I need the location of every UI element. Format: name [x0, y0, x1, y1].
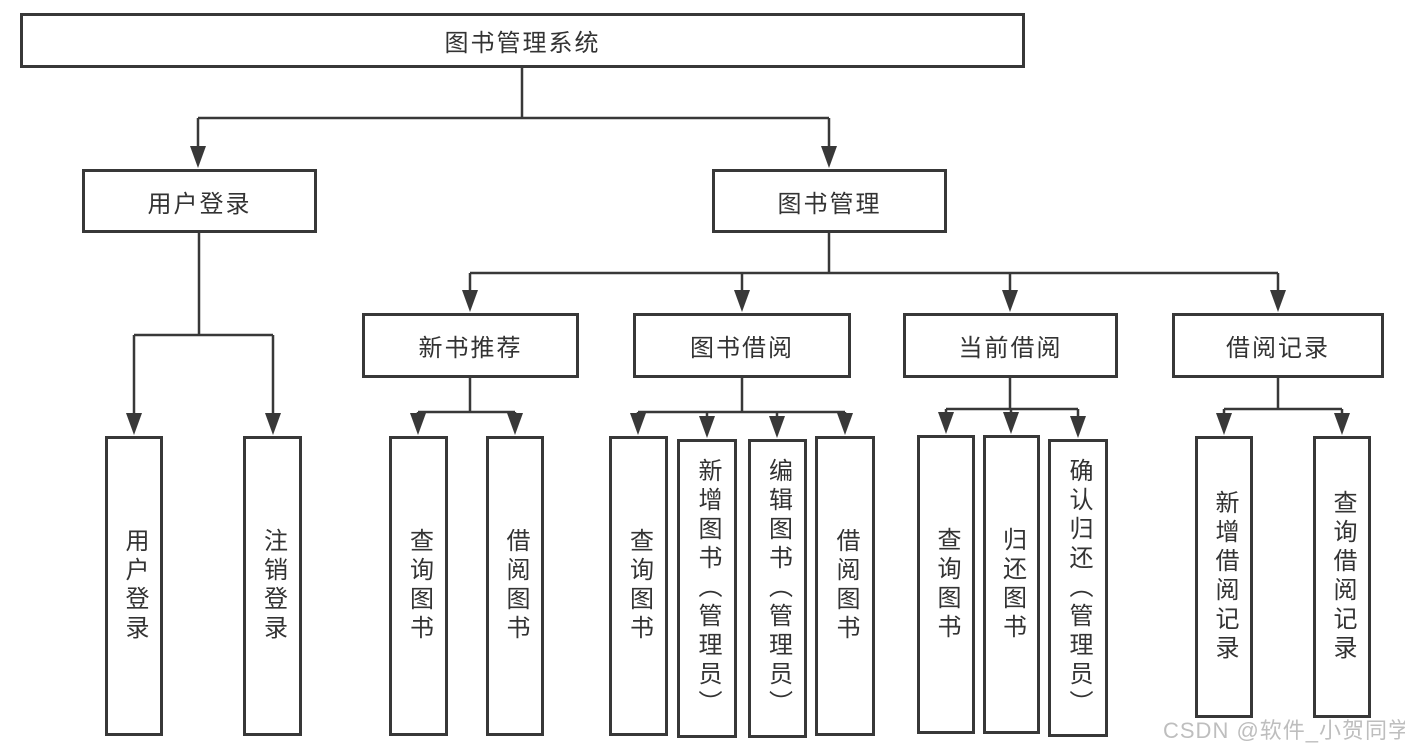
node-label: 当前借阅	[958, 335, 1063, 362]
node-new-book-recommend: 新书推荐	[362, 313, 579, 378]
leaf-edit-book-admin: 编辑图书（管理员）	[748, 439, 807, 738]
leaf-logout-login: 注销登录	[243, 436, 302, 736]
leaf-query-book-borrow: 查询图书	[609, 436, 668, 736]
watermark: CSDN @软件_小贺同学	[1163, 718, 1405, 743]
node-label: 确认归还（管理员）	[1065, 457, 1092, 719]
node-label: 图书借阅	[690, 335, 794, 362]
node-label: 查询借阅记录	[1329, 490, 1356, 664]
node-label: 图书管理系统	[444, 30, 601, 57]
node-label: 查询图书	[933, 526, 960, 643]
node-label: 新书推荐	[418, 335, 523, 362]
node-user-login: 用户登录	[82, 169, 317, 233]
leaf-borrow-book: 借阅图书	[815, 436, 875, 736]
leaf-add-book-admin: 新增图书（管理员）	[677, 439, 737, 738]
node-label: 图书管理	[777, 190, 882, 218]
node-label: 借阅图书	[502, 528, 529, 644]
node-label: 编辑图书（管理员）	[764, 458, 792, 719]
leaf-add-borrow-record: 新增借阅记录	[1195, 436, 1253, 718]
node-current-borrow: 当前借阅	[903, 313, 1118, 378]
leaf-borrow-book-recommend: 借阅图书	[486, 436, 544, 736]
leaf-query-book-current: 查询图书	[917, 435, 975, 734]
leaf-return-book: 归还图书	[983, 435, 1040, 734]
node-label: 注销登录	[259, 528, 287, 644]
node-borrow-records: 借阅记录	[1172, 313, 1384, 378]
node-root: 图书管理系统	[20, 13, 1025, 68]
node-label: 查询图书	[625, 528, 653, 644]
node-label: 用户登录	[147, 190, 252, 218]
node-label: 查询图书	[405, 528, 433, 644]
leaf-query-borrow-record: 查询借阅记录	[1313, 436, 1371, 718]
node-label: 新增借阅记录	[1211, 490, 1238, 664]
node-label: 新增图书（管理员）	[694, 458, 721, 719]
leaf-confirm-return-admin: 确认归还（管理员）	[1048, 439, 1108, 737]
node-label: 借阅记录	[1226, 335, 1330, 362]
node-book-management: 图书管理	[712, 169, 947, 233]
leaf-user-login: 用户登录	[105, 436, 163, 736]
node-label: 借阅图书	[832, 528, 859, 644]
node-label: 用户登录	[121, 528, 148, 644]
node-label: 归还图书	[998, 526, 1026, 643]
node-book-borrow: 图书借阅	[633, 313, 851, 378]
leaf-query-book-recommend: 查询图书	[389, 436, 448, 736]
